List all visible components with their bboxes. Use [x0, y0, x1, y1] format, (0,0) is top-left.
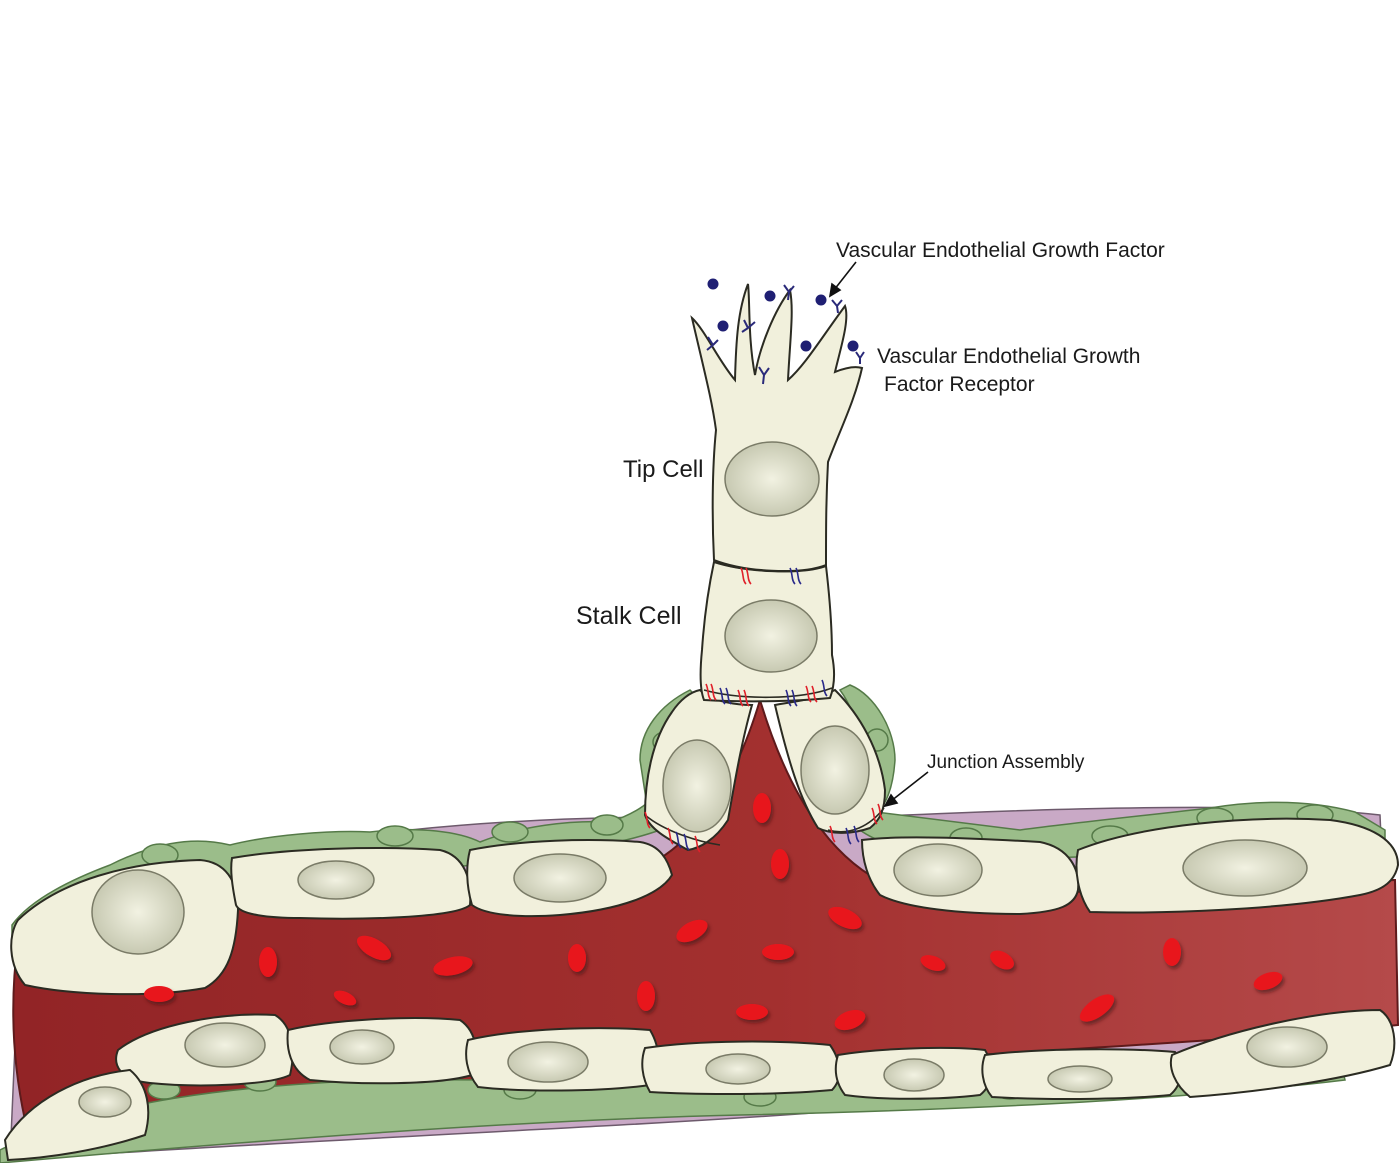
red-blood-cells — [144, 793, 1283, 1031]
receptor-label-line1: Vascular Endothelial Growth — [877, 345, 1141, 368]
upper-vessel-wall — [10, 817, 1400, 996]
junction-pointer-line — [890, 771, 929, 802]
junction-line — [644, 814, 721, 846]
nucleus — [329, 1029, 395, 1065]
vegf-molecules — [707, 278, 859, 352]
red-blood-cell — [1253, 971, 1283, 991]
nucleus — [513, 853, 607, 903]
nucleus — [724, 441, 820, 517]
stalk-cell — [699, 560, 836, 703]
junction-mark-blue — [845, 825, 860, 845]
junction-mark-blue — [785, 689, 798, 707]
junction-mark-red — [667, 827, 674, 845]
nucleus — [724, 599, 818, 673]
red-blood-cell — [920, 955, 946, 971]
junction-mark-red — [740, 567, 752, 585]
receptor-label-line2: Factor Receptor — [884, 373, 1035, 396]
tip-cell-label: Tip Cell — [623, 456, 704, 483]
nucleus — [705, 1053, 771, 1085]
red-blood-cell — [990, 950, 1014, 970]
junction-mark-red — [644, 811, 651, 829]
tip-cell — [690, 283, 864, 572]
red-blood-cell — [1079, 994, 1115, 1022]
red-blood-cell — [1163, 938, 1181, 966]
nucleus — [78, 1086, 132, 1118]
nucleus — [184, 1022, 266, 1068]
junction-line — [713, 561, 827, 573]
junction-mark-red — [829, 825, 836, 843]
vegf-receptors — [706, 284, 865, 385]
nucleus — [91, 869, 185, 955]
junction-mark-red — [871, 803, 884, 825]
red-blood-cell — [144, 986, 174, 1002]
junction-mark-blue — [789, 567, 802, 585]
lower-vessel-wall — [3, 1008, 1396, 1162]
red-blood-cell — [637, 981, 655, 1011]
pericyte — [376, 825, 414, 847]
red-blood-cell — [771, 849, 789, 879]
vegf-pointer-head — [828, 282, 842, 298]
red-blood-cell — [753, 793, 771, 823]
red-blood-cell — [736, 1004, 768, 1020]
nucleus — [507, 1041, 589, 1083]
red-blood-cell — [834, 1009, 866, 1031]
nucleus — [297, 860, 375, 900]
stalk-cell-label: Stalk Cell — [576, 602, 682, 630]
nucleus — [662, 739, 732, 833]
nucleus — [800, 725, 870, 815]
red-blood-cell — [259, 947, 277, 977]
vegf-dot — [717, 320, 729, 332]
nucleus — [1246, 1026, 1328, 1068]
junction-mark-red — [694, 835, 701, 853]
vegf-dot — [707, 278, 719, 290]
junction-mark-red — [737, 689, 750, 707]
red-blood-cell — [333, 990, 357, 1006]
junction-mark-blue — [821, 679, 828, 697]
vegf-pointer-line — [833, 261, 857, 291]
vegf-dot — [815, 294, 827, 306]
nucleus — [1182, 839, 1308, 897]
red-blood-cell — [356, 935, 392, 961]
junction-mark-red — [805, 685, 818, 703]
junction-mark-blue — [675, 831, 690, 851]
junction-line — [703, 687, 833, 699]
red-blood-cell — [676, 919, 708, 943]
receptor-y — [855, 351, 865, 364]
junction-pointer-head — [883, 793, 899, 808]
nucleus — [883, 1058, 945, 1092]
receptor-y — [706, 336, 719, 351]
receptor-y — [741, 319, 756, 333]
pericyte — [491, 821, 529, 843]
vegf-dot — [764, 290, 776, 302]
nucleus — [1047, 1065, 1113, 1093]
red-blood-cell — [828, 906, 862, 930]
junction-mark-red — [705, 683, 717, 701]
receptor-y — [758, 366, 770, 385]
red-blood-cell — [433, 956, 473, 976]
vegf-dot — [847, 340, 859, 352]
tip-cell-body — [690, 283, 864, 572]
nucleus — [893, 843, 983, 897]
junctions — [644, 561, 885, 853]
junction-mark-blue — [719, 687, 732, 705]
pointer-arrows — [828, 261, 929, 808]
receptor-y — [831, 299, 843, 314]
red-blood-cell — [762, 944, 794, 960]
receptor-y — [783, 284, 795, 301]
vegf-label: Vascular Endothelial Growth Factor — [836, 239, 1165, 262]
vegf-dot — [800, 340, 812, 352]
red-blood-cell — [568, 944, 586, 972]
junction-label: Junction Assembly — [927, 752, 1085, 773]
pericyte — [590, 814, 624, 836]
